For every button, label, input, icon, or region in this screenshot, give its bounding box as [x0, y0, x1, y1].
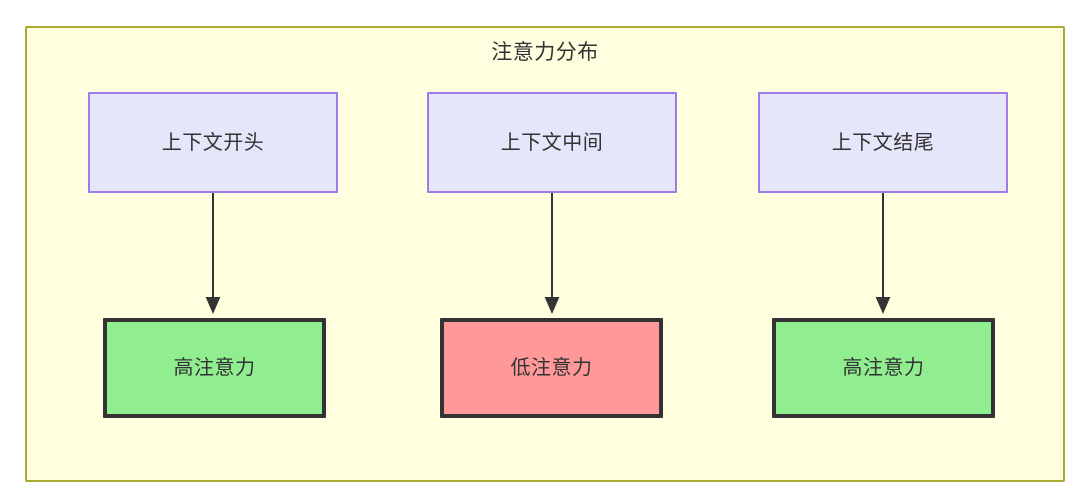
- node-label: 上下文开头: [161, 131, 265, 154]
- subgraph-title: 注意力分布: [491, 41, 599, 64]
- node-label: 低注意力: [510, 357, 593, 379]
- node-attention-middle[interactable]: 低注意力: [440, 318, 663, 418]
- node-context-start[interactable]: 上下文开头: [88, 92, 338, 193]
- node-label: 高注意力: [173, 357, 256, 379]
- node-context-middle[interactable]: 上下文中间: [427, 92, 677, 193]
- node-label: 高注意力: [842, 357, 925, 379]
- node-attention-start[interactable]: 高注意力: [103, 318, 326, 418]
- node-label: 上下文结尾: [831, 131, 935, 154]
- node-context-end[interactable]: 上下文结尾: [758, 92, 1008, 193]
- node-label: 上下文中间: [500, 131, 604, 154]
- node-attention-end[interactable]: 高注意力: [772, 318, 995, 418]
